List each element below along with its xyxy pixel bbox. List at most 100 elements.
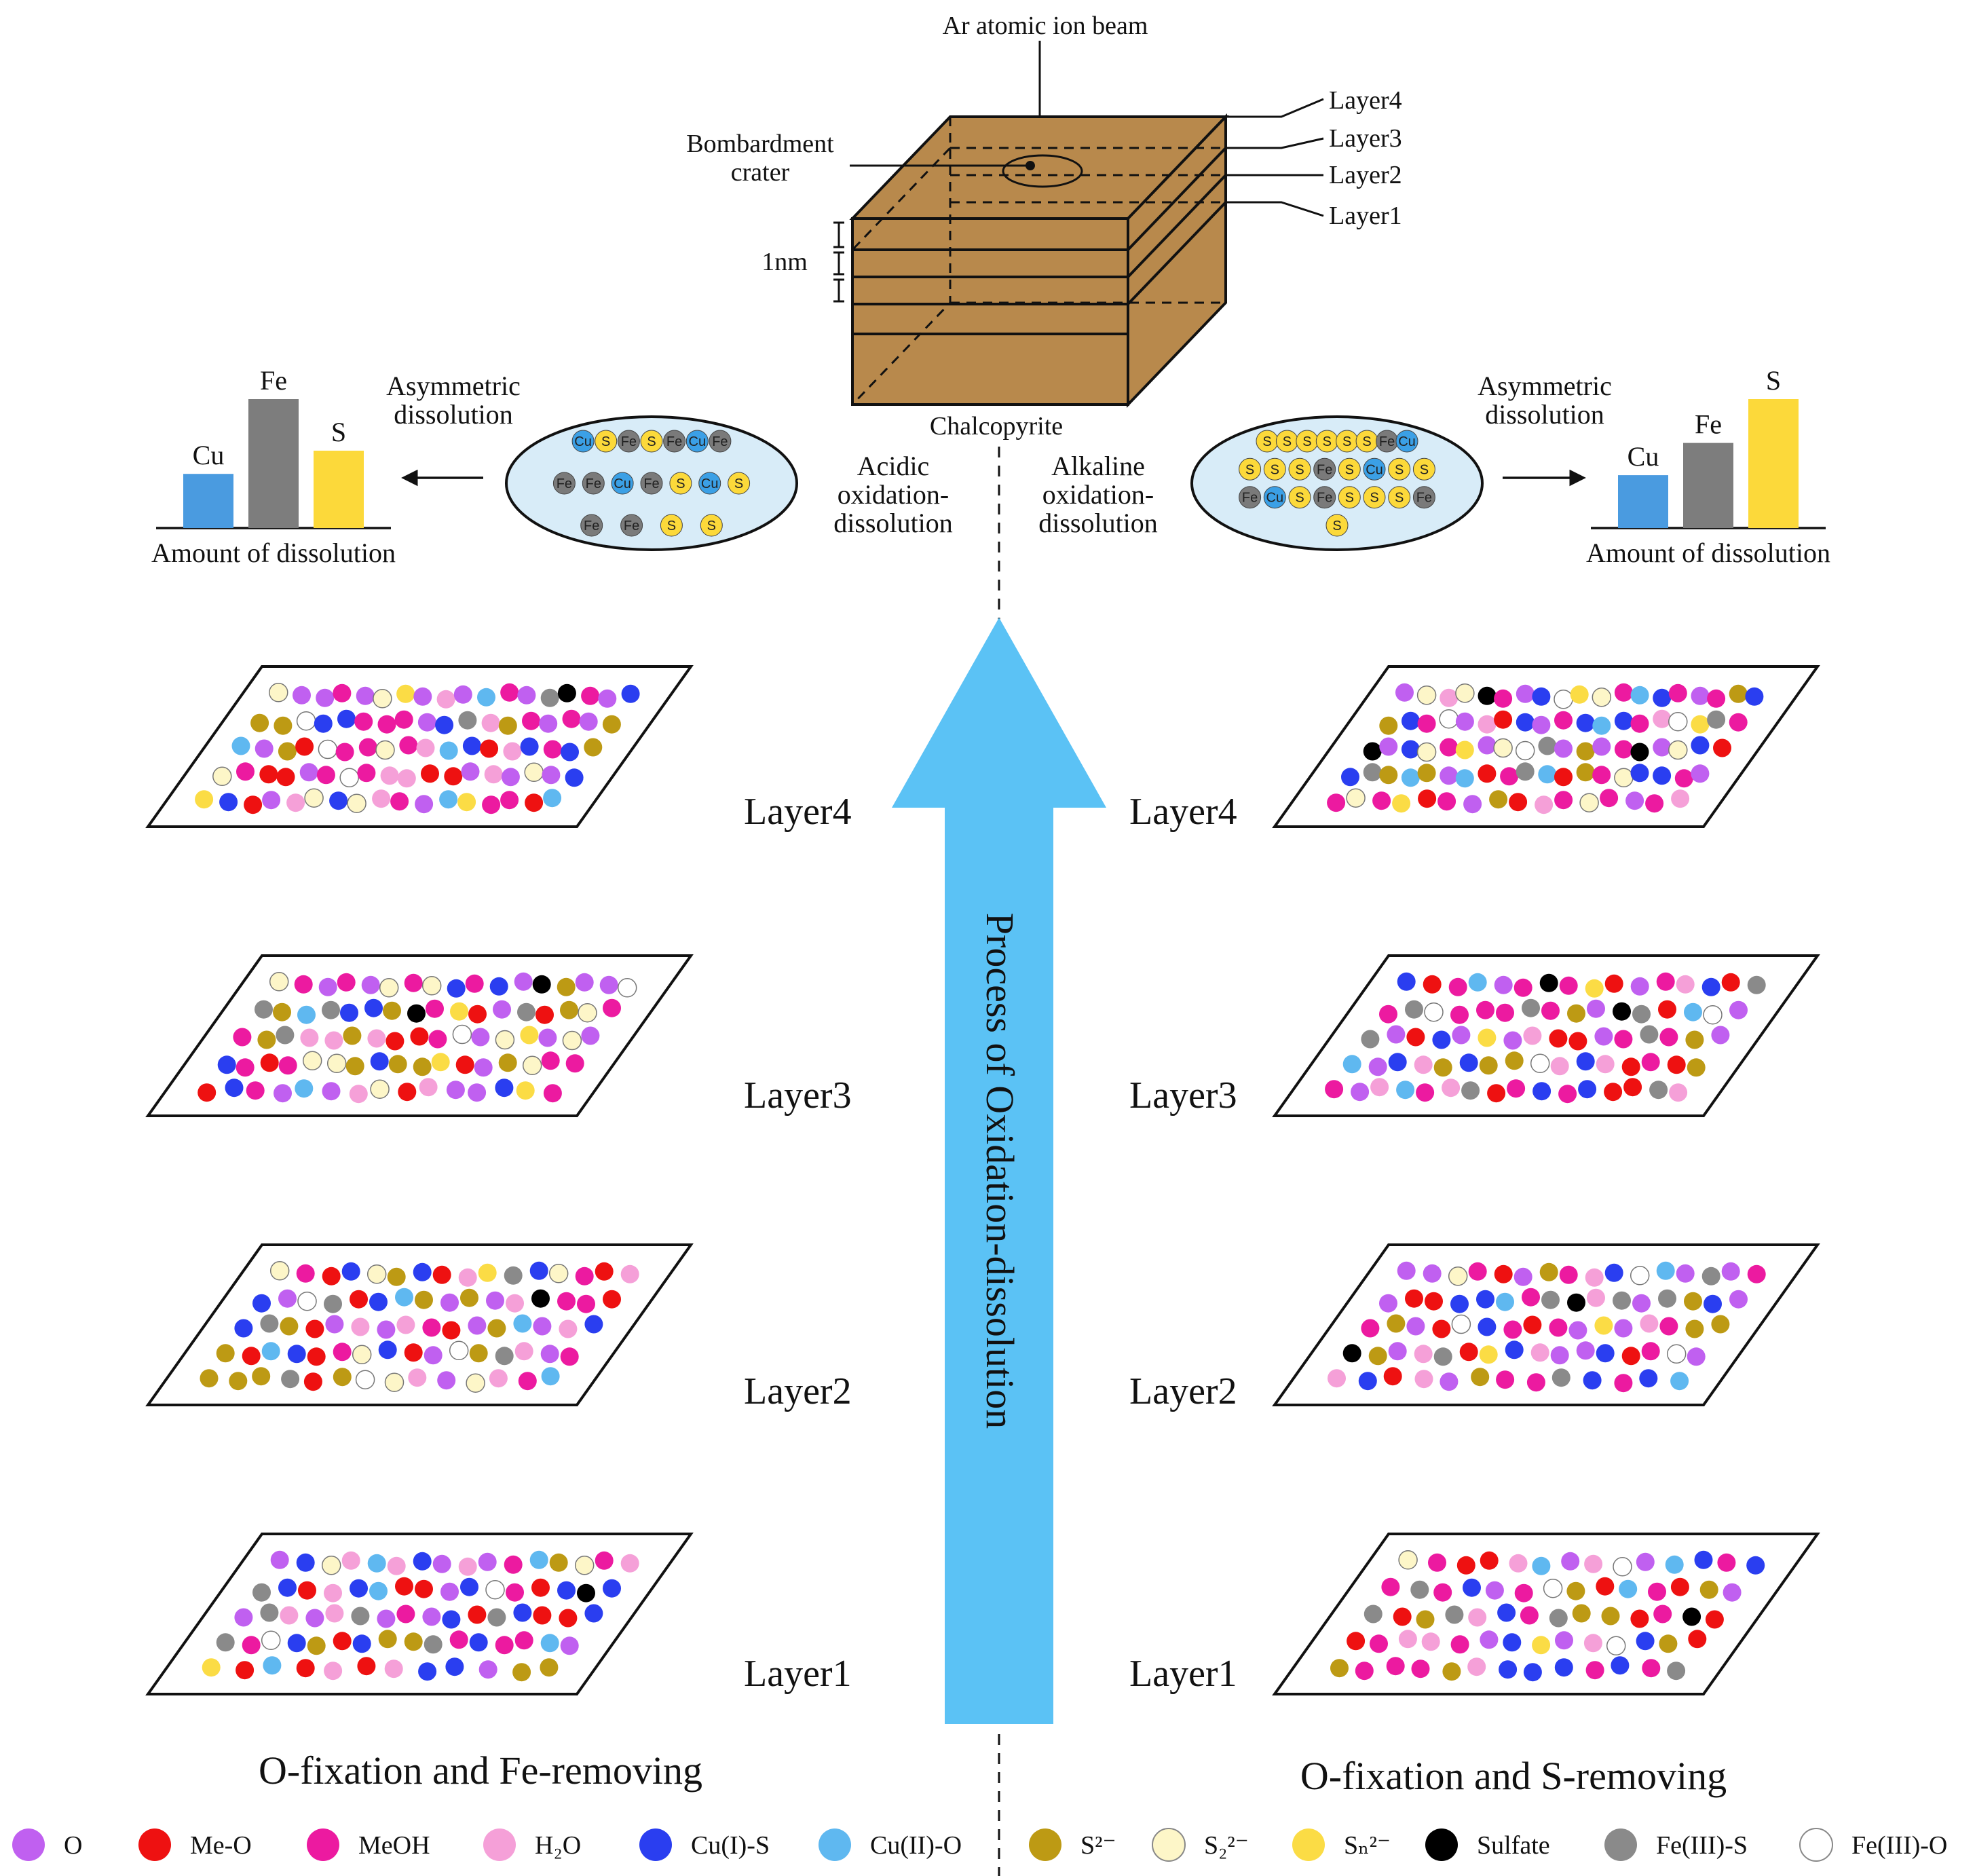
species-dot <box>465 974 484 993</box>
species-dot <box>1621 1347 1640 1366</box>
species-dot <box>474 1058 493 1077</box>
species-dot <box>1361 1319 1380 1338</box>
species-dot <box>1476 1290 1494 1309</box>
species-dot <box>468 1316 487 1335</box>
species-dot <box>352 1634 371 1653</box>
species-dot <box>457 793 476 812</box>
species-dot <box>314 714 333 733</box>
species-dot <box>1682 1607 1701 1626</box>
species-dot <box>1669 1083 1688 1102</box>
right-layer4-label: Layer4 <box>1129 791 1237 833</box>
species-dot <box>274 716 293 735</box>
species-dot <box>372 789 391 808</box>
species-dot <box>343 1026 362 1045</box>
species-dot <box>1592 766 1611 785</box>
species-dot <box>432 1265 451 1284</box>
species-dot <box>1351 1083 1370 1102</box>
species-dot <box>413 687 432 706</box>
species-dot <box>447 979 466 998</box>
species-dot <box>339 768 359 788</box>
species-dot <box>1721 1262 1740 1281</box>
species-dot <box>1568 1321 1587 1340</box>
species-dot <box>1379 1294 1397 1313</box>
species-dot <box>1398 1630 1417 1649</box>
species-dot <box>1532 1556 1551 1575</box>
species-dot <box>396 1605 415 1624</box>
species-dot <box>1480 1630 1499 1649</box>
species-dot <box>1497 1603 1516 1622</box>
species-dot <box>1440 738 1459 757</box>
species-dot <box>503 742 522 761</box>
species-dot <box>422 1318 441 1337</box>
species-dot <box>367 1029 386 1048</box>
species-dot <box>541 1051 560 1070</box>
species-dot <box>357 1657 376 1676</box>
species-dot <box>1729 1000 1748 1019</box>
species-dot <box>1694 1550 1713 1569</box>
species-dot <box>1494 689 1513 708</box>
species-dot <box>233 1028 252 1047</box>
species-dot <box>252 1583 271 1602</box>
species-dot <box>324 1583 342 1602</box>
species-dot <box>1522 998 1540 1017</box>
legend-label: S₂²⁻ <box>1204 1831 1249 1860</box>
species-dot <box>1579 793 1599 812</box>
species-dot <box>557 683 576 702</box>
legend-item: S₂²⁻ <box>1152 1828 1249 1862</box>
atom-s: S <box>1263 457 1286 481</box>
atom-fe: Fe <box>1376 430 1399 453</box>
svg-text:S: S <box>1283 434 1292 449</box>
svg-text:S: S <box>1395 462 1404 477</box>
species-dot <box>1550 1346 1569 1365</box>
species-dot <box>1539 1262 1558 1281</box>
species-dot <box>316 688 335 707</box>
species-dot <box>1717 1553 1736 1572</box>
right-layer-plane <box>1272 1533 1820 1695</box>
species-dot <box>621 684 640 703</box>
species-dot <box>1559 976 1578 995</box>
atom-cu: Cu <box>1395 430 1418 453</box>
species-dot <box>1379 1005 1397 1024</box>
species-dot <box>236 1058 255 1077</box>
species-dot <box>252 1367 271 1386</box>
legend-label: Cu(II)-O <box>870 1831 962 1860</box>
species-dot <box>1640 1314 1659 1333</box>
right-asym-label-1: Asymmetric <box>1478 371 1612 401</box>
species-dot <box>1585 979 1604 998</box>
svg-text:S: S <box>1420 462 1429 477</box>
species-dot <box>1507 1079 1526 1098</box>
atom-s: S <box>1325 514 1349 537</box>
species-dot <box>1416 1083 1435 1102</box>
legend-item: Me-O <box>138 1828 252 1861</box>
species-dot <box>1513 1267 1532 1286</box>
svg-text:Cu: Cu <box>614 476 631 491</box>
species-dot <box>296 1553 315 1572</box>
species-dot <box>1515 740 1535 761</box>
species-dot <box>1463 1578 1481 1597</box>
species-dot <box>316 766 335 785</box>
crater-label-line1: Bombardment <box>686 130 834 158</box>
species-dot <box>426 999 444 1018</box>
species-dot <box>529 1261 548 1280</box>
species-dot <box>1456 1556 1475 1575</box>
species-dot <box>1549 1609 1568 1628</box>
species-dot <box>355 1370 375 1389</box>
species-dot <box>357 764 376 783</box>
species-dot <box>1671 789 1690 808</box>
legend-item: Fe(III)-O <box>1799 1828 1947 1862</box>
species-dot <box>1639 1369 1658 1388</box>
species-dot <box>560 1636 579 1655</box>
species-dot <box>1594 1316 1613 1335</box>
legend-swatch <box>12 1828 45 1861</box>
species-dot <box>396 1315 415 1334</box>
species-dot <box>1411 1659 1430 1678</box>
species-dot <box>246 1081 265 1100</box>
cube-layer1-label: Layer1 <box>1329 202 1402 230</box>
species-dot <box>1604 974 1623 993</box>
species-dot <box>296 711 316 731</box>
species-dot <box>1691 686 1710 705</box>
species-dot <box>1513 978 1532 997</box>
species-dot <box>1614 1319 1633 1338</box>
atom-fe: Fe <box>580 514 603 537</box>
legend-label: S²⁻ <box>1080 1831 1116 1860</box>
